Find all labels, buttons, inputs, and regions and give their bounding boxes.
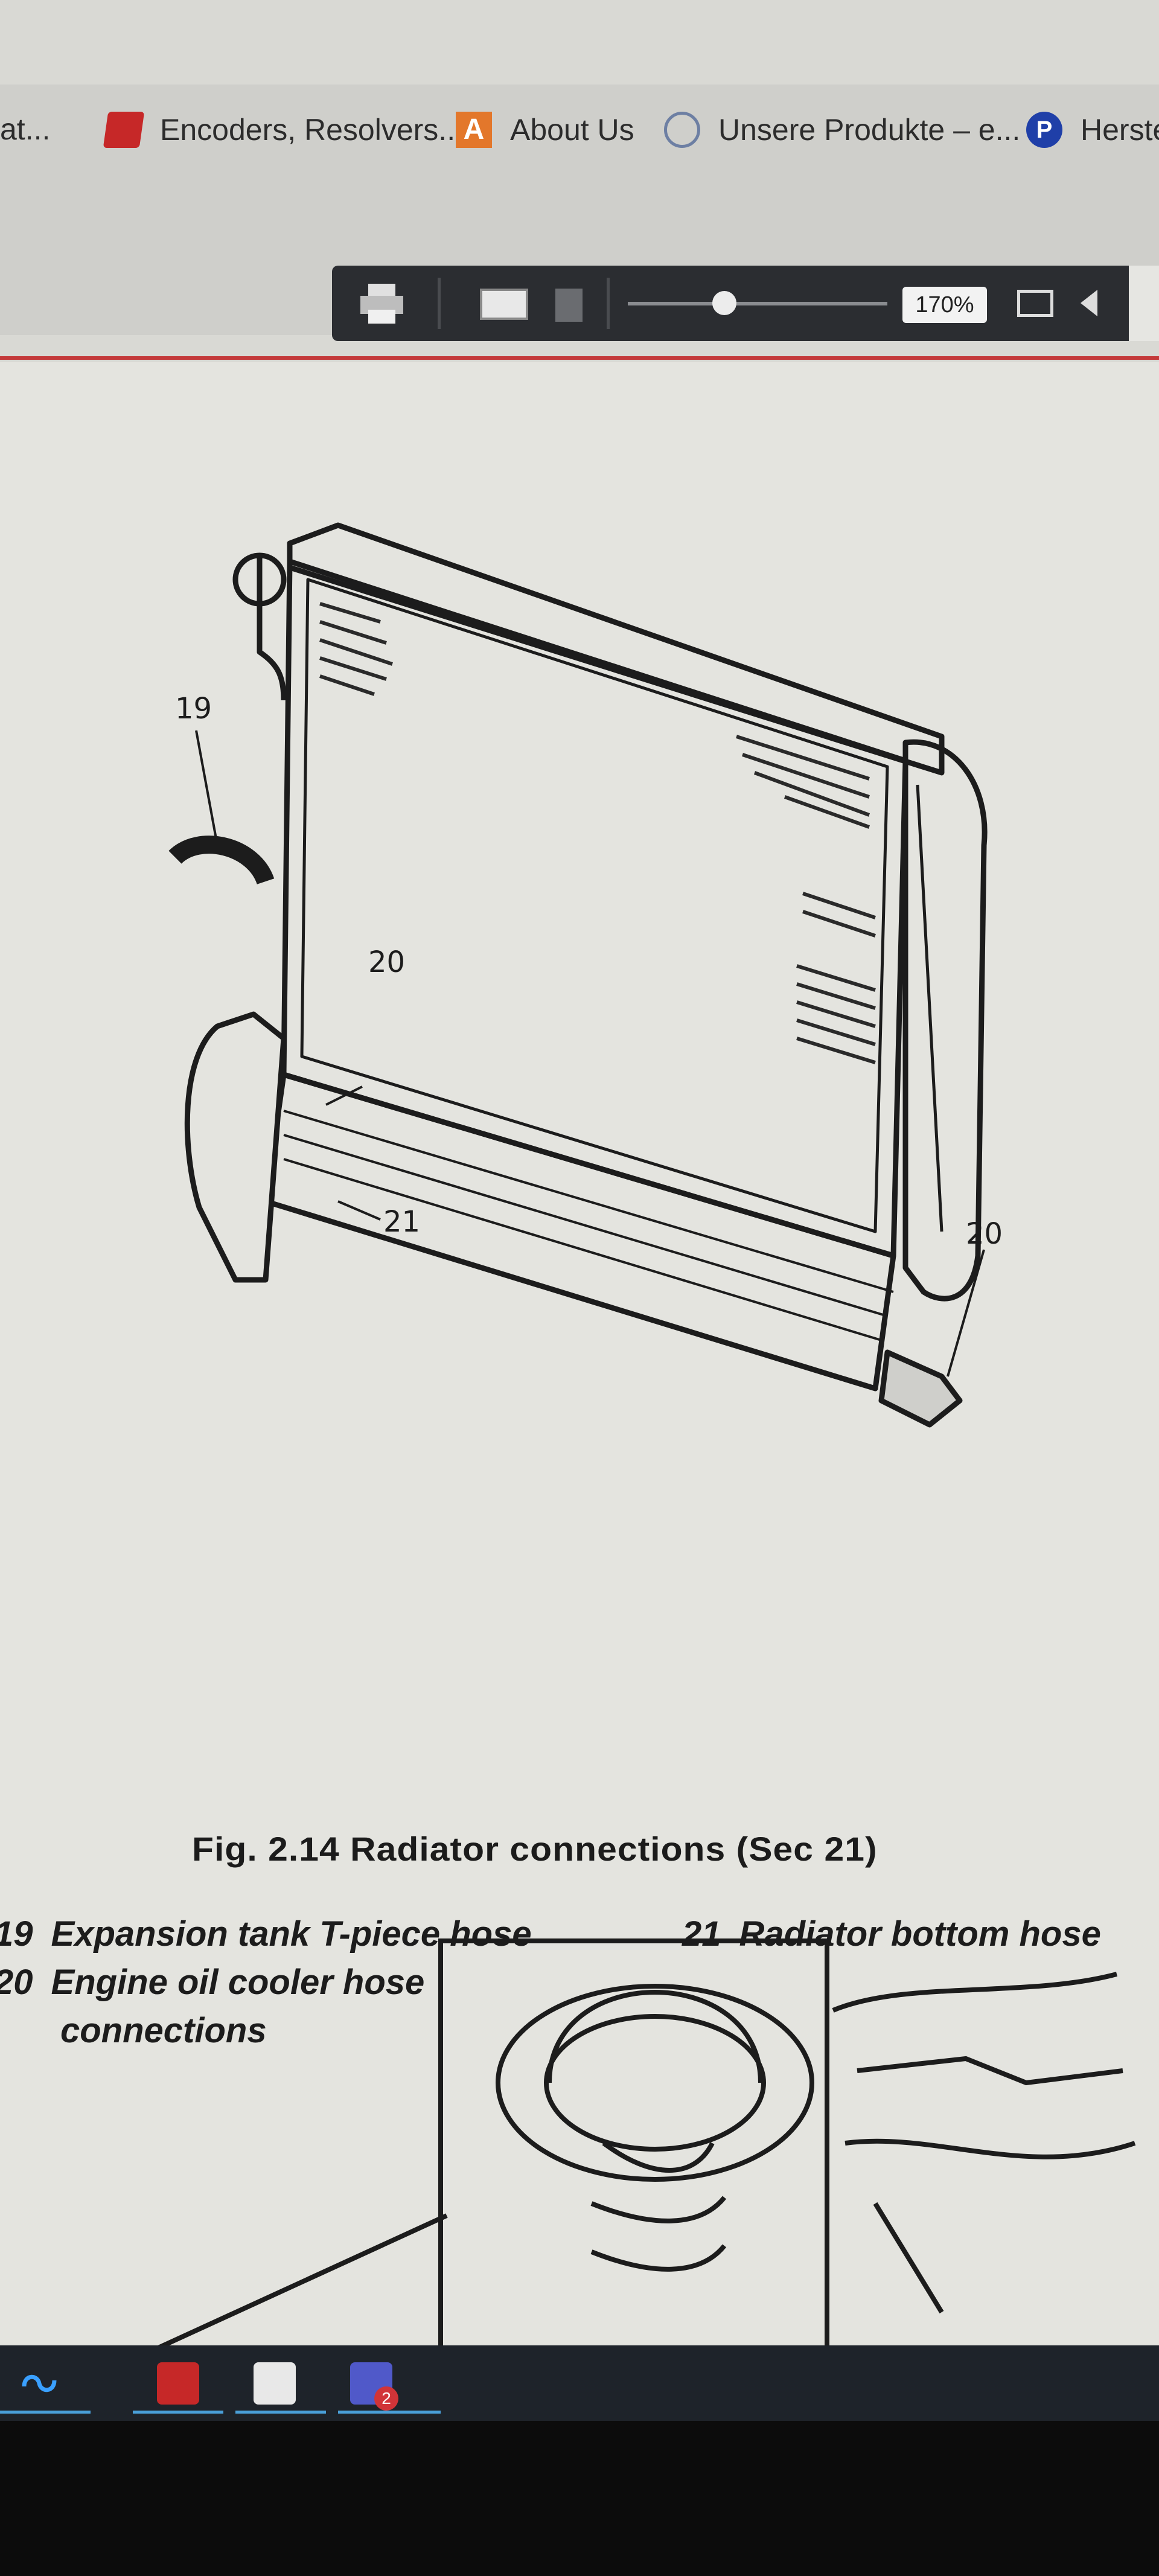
toolbar-separator	[607, 278, 610, 329]
p-logo-icon: P	[1026, 112, 1062, 148]
callout-21: 21	[383, 1205, 420, 1239]
bookmark-item-about-us[interactable]: A About Us	[456, 112, 634, 148]
red-bookmark-icon	[103, 112, 145, 148]
two-page-view-icon[interactable]	[480, 289, 528, 320]
legend-text: Engine oil cooler hose	[51, 1963, 425, 2002]
bookmark-item-encoders[interactable]: Encoders, Resolvers...	[103, 112, 464, 148]
bookmark-label: About Us	[510, 113, 634, 147]
legend-number: 19	[0, 1914, 33, 1954]
os-taskbar: 2	[0, 2345, 1159, 2421]
bookmark-label: at...	[0, 112, 51, 146]
taskbar-active-indicator	[133, 2411, 223, 2414]
zoom-slider[interactable]	[628, 302, 887, 305]
radiator-illustration: 19 20 20 21	[168, 522, 1003, 1428]
legend-text: connections	[60, 2011, 267, 2050]
bookmark-item-herste[interactable]: P Herste	[1026, 112, 1159, 148]
bookmark-label: Herste	[1081, 113, 1159, 147]
callout-20-left: 20	[368, 945, 405, 979]
legend-item-20-cont: connections	[60, 2010, 267, 2051]
taskbar-active-indicator	[338, 2411, 441, 2414]
bookmarks-bar: at... Encoders, Resolvers... A About Us …	[0, 85, 1159, 190]
legend-item-21: 21 Radiator bottom hose	[682, 1914, 1101, 1954]
a-logo-icon: A	[456, 112, 492, 148]
bookmark-label: Encoders, Resolvers...	[160, 113, 464, 147]
callout-20-right: 20	[966, 1217, 1003, 1251]
thermostat-illustration	[156, 1938, 1136, 2348]
app-shield-icon[interactable]	[254, 2362, 296, 2405]
taskbar-active-indicator	[235, 2411, 326, 2414]
pdf-reader-icon[interactable]	[157, 2362, 199, 2405]
teams-icon[interactable]: 2	[350, 2362, 398, 2411]
toolbar-edge	[1129, 266, 1159, 341]
app-loop-icon[interactable]	[18, 2362, 60, 2405]
callout-19: 19	[175, 692, 212, 726]
legend-text: Expansion tank T-piece hose	[51, 1914, 532, 1954]
bookmark-label: Unsere Produkte – e...	[718, 113, 1021, 147]
document-top-rule	[0, 356, 1159, 360]
legend-text: Radiator bottom hose	[739, 1914, 1101, 1954]
bookmark-item-0[interactable]: at...	[0, 112, 50, 147]
bookmark-item-unsere-produkte[interactable]: Unsere Produkte – e...	[664, 112, 1020, 148]
notification-badge: 2	[374, 2386, 398, 2411]
fullscreen-icon[interactable]	[1017, 290, 1053, 317]
legend-number: 21	[682, 1914, 721, 1954]
legend-item-20: 20 Engine oil cooler hose	[0, 1962, 424, 2002]
print-icon[interactable]	[359, 283, 404, 325]
single-page-view-icon[interactable]	[555, 289, 583, 322]
monitor-bezel	[0, 2421, 1159, 2576]
globe-icon	[664, 112, 700, 148]
taskbar-active-indicator	[0, 2411, 91, 2414]
legend-number: 20	[0, 1963, 33, 2002]
toolbar-separator	[438, 278, 441, 329]
zoom-level-field[interactable]: 170%	[902, 287, 987, 323]
legend-item-19: 19 Expansion tank T-piece hose	[0, 1914, 532, 1954]
pdf-toolbar: 170%	[332, 266, 1159, 341]
previous-page-icon[interactable]	[1081, 290, 1097, 316]
figure-caption: Fig. 2.14 Radiator connections (Sec 21)	[192, 1830, 878, 1868]
zoom-slider-handle[interactable]	[712, 291, 736, 315]
